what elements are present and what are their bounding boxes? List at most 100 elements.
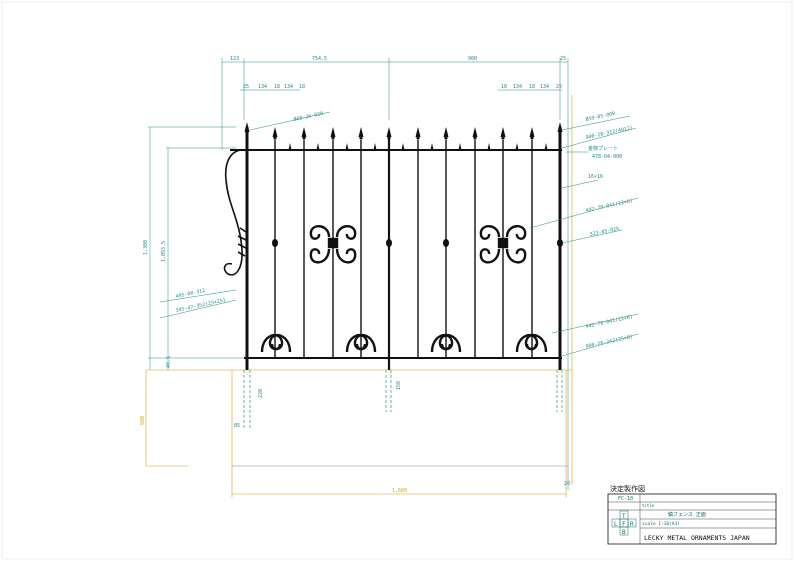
tb-letter-b: B: [622, 529, 626, 536]
rail-spike-9: [544, 143, 548, 150]
dim-123: 123: [230, 56, 239, 62]
tb-letter-r: R: [630, 521, 634, 528]
side-scroll-bracket: [223, 149, 248, 276]
knob-2: [443, 239, 449, 247]
callout-scroll-upper: 442-70-041(12×6): [585, 198, 633, 214]
rail-spike-8: [515, 143, 519, 150]
callout-side-1: 495-00-312: [175, 288, 206, 300]
subdim-l0: 25: [243, 84, 249, 90]
knobs: [272, 239, 563, 247]
dim-right-gap: 20: [564, 481, 570, 487]
callout-plate: 金物プレート: [588, 145, 618, 152]
finial-collar-3: [331, 136, 335, 140]
finial-collar-7: [444, 136, 448, 140]
sub-dims-left: 25 134 18 134 18: [243, 84, 305, 90]
rosette-center: [327, 237, 339, 249]
tb-model: FC-10: [618, 496, 633, 502]
rail-spike-6: [458, 143, 462, 150]
finial-8: [472, 127, 478, 137]
finial-collar-11: [558, 131, 562, 135]
dim-754: 754.5: [312, 56, 327, 62]
dim-post-width: 85: [234, 423, 240, 429]
rail-spike-5: [430, 143, 434, 150]
finial-collar-6: [416, 136, 420, 140]
dim-ground-depth: 500: [140, 416, 146, 425]
c-scroll-1: [268, 333, 292, 353]
scroll-br: [505, 248, 527, 264]
finial-7: [443, 127, 449, 137]
ground-lines: [145, 95, 573, 497]
scroll-bl: [309, 248, 331, 264]
rosette-center: [497, 237, 509, 249]
dim-height-fence: 1,093.5: [161, 241, 167, 262]
c-scroll-3: [353, 333, 377, 353]
lower-ornaments: [260, 333, 548, 353]
callout-post: 16×16: [588, 174, 603, 180]
callout-leaders: [159, 111, 639, 357]
finial-3: [330, 127, 336, 137]
embedded-posts: [243, 370, 563, 430]
rosette-1: [479, 225, 527, 264]
finial-collar-1: [273, 136, 277, 140]
dim-total-width: 1,600: [392, 488, 407, 494]
scroll-tr: [335, 225, 357, 240]
finial-collar-5: [387, 136, 391, 140]
rail-spike-2: [345, 143, 349, 150]
finials: [244, 122, 563, 150]
finial-9: [500, 127, 506, 137]
subdim-r4: 25: [556, 84, 562, 90]
scroll-bl: [479, 248, 501, 264]
finial-collar-9: [501, 136, 505, 140]
scroll-br: [335, 248, 357, 264]
dim-height-total: 1,300: [143, 240, 149, 255]
rail-spike-0: [288, 143, 292, 150]
title-block-heading: 決定製作図: [610, 484, 645, 493]
finial-collar-0: [245, 131, 249, 135]
rail-spike-7: [487, 143, 491, 150]
tb-letter-t: T: [622, 513, 626, 520]
dim-base: 49.5: [166, 356, 172, 368]
dim-900: 900: [468, 56, 477, 62]
dim-25: 25: [560, 56, 566, 62]
pickets: [274, 140, 533, 358]
subdim-l1: 134: [258, 84, 267, 90]
dim-post-embed-center: 150: [396, 381, 402, 390]
finial-collar-4: [359, 136, 363, 140]
vertical-dimension-lines: [148, 126, 250, 370]
title-block: 決定製作図 FC-10 title 鎮フェンス 正面 scale 1:10(A3…: [607, 484, 777, 545]
finial-collar-8: [473, 136, 477, 140]
finial-5: [386, 127, 392, 137]
finial-6: [415, 127, 421, 137]
tb-company: LECKY METAL ORNAMENTS JAPAN: [644, 534, 750, 542]
dim-post-embed: 220: [258, 389, 264, 398]
finial-0: [244, 122, 250, 132]
finial-11: [557, 122, 563, 132]
callout-side-2: 345-47-352(25×25): [175, 297, 226, 314]
sub-dims-right: 18 134 18 134 25: [501, 84, 562, 90]
subdim-l4: 18: [299, 84, 305, 90]
subdim-r1: 134: [513, 84, 522, 90]
scroll-tl: [309, 225, 331, 240]
knob-3: [557, 239, 563, 247]
tb-title-value: 鎮フェンス 正面: [668, 511, 706, 518]
rosette-0: [309, 225, 357, 264]
subdim-r2: 18: [529, 84, 535, 90]
knob-0: [272, 239, 278, 247]
callout-plate-code: 478-04-000: [592, 154, 622, 160]
callout-top-rail: 000-20-312(4012): [585, 125, 633, 141]
c-scroll-7: [524, 333, 548, 353]
callout-knob: 323-05-026: [589, 226, 620, 238]
rail-spike-4: [401, 143, 405, 150]
tb-title-label: title: [642, 503, 655, 508]
finial-10: [529, 127, 535, 137]
tb-letter-f: F: [622, 521, 626, 528]
subdim-l3: 134: [284, 84, 293, 90]
callout-finial-right: Ø59-05-000: [585, 110, 616, 123]
rail-spike-3: [373, 143, 377, 150]
c-scroll-5: [438, 333, 462, 353]
callout-scroll-lower: 442-70-041(12×6): [585, 314, 633, 330]
callout-finial-left: Ø60-26-020: [293, 110, 324, 123]
subdim-l2: 18: [274, 84, 280, 90]
top-dimension-lines: [221, 58, 569, 490]
